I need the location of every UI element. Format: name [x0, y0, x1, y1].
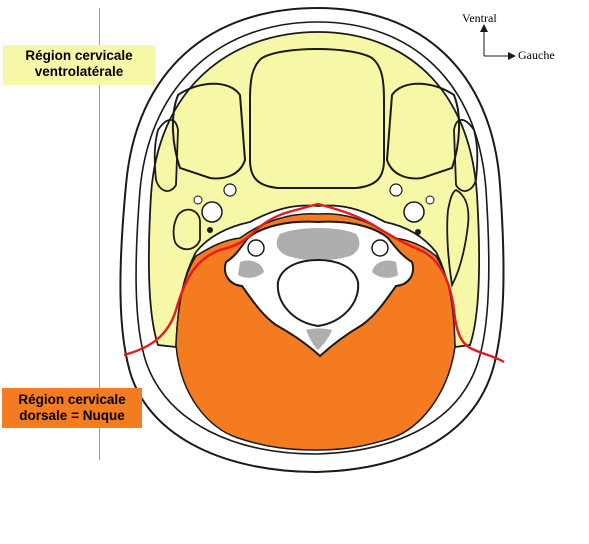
left-tiny-vessel — [193, 195, 203, 205]
left-small-vessel — [223, 183, 237, 197]
spinal-canal — [276, 258, 360, 328]
left-posterior-muscle — [172, 208, 201, 251]
left-nerve-dot — [207, 227, 213, 233]
gauche-arrow-head — [508, 52, 516, 60]
ventrolateral-region — [147, 31, 481, 349]
right-transverse-stipple — [372, 260, 398, 278]
left-sternocleidomastoid — [171, 82, 247, 180]
left-carotid-vessel — [201, 201, 223, 223]
label-region-ventrolaterale: Région cervicale ventrolatérale — [3, 45, 155, 85]
right-nerve-dot — [415, 229, 421, 235]
vertebral-body-stipple — [276, 228, 360, 261]
ventral-arrow-head — [480, 24, 488, 32]
left-transverse-stipple — [238, 260, 264, 278]
left-transverse-foramen — [247, 239, 265, 257]
subcutaneous-outline — [135, 21, 490, 455]
orientation-ventral-label: Ventral — [462, 11, 497, 25]
right-posterior-muscle — [446, 188, 470, 288]
right-lateral-muscle — [453, 118, 479, 192]
vertical-divider-line — [99, 8, 100, 460]
label-region-dorsale: Région cervicale dorsale = Nuque — [2, 388, 142, 428]
right-tiny-vessel — [425, 195, 435, 205]
left-lateral-muscle — [153, 118, 179, 192]
right-transverse-foramen — [371, 239, 389, 257]
right-small-vessel — [389, 183, 403, 197]
larynx-structure — [249, 48, 385, 189]
region-boundary-line — [123, 202, 505, 364]
orientation-gauche-label: Gauche — [518, 48, 555, 62]
right-carotid-vessel — [403, 201, 425, 223]
right-sternocleidomastoid — [385, 82, 461, 180]
spinous-process-stipple — [306, 328, 332, 350]
